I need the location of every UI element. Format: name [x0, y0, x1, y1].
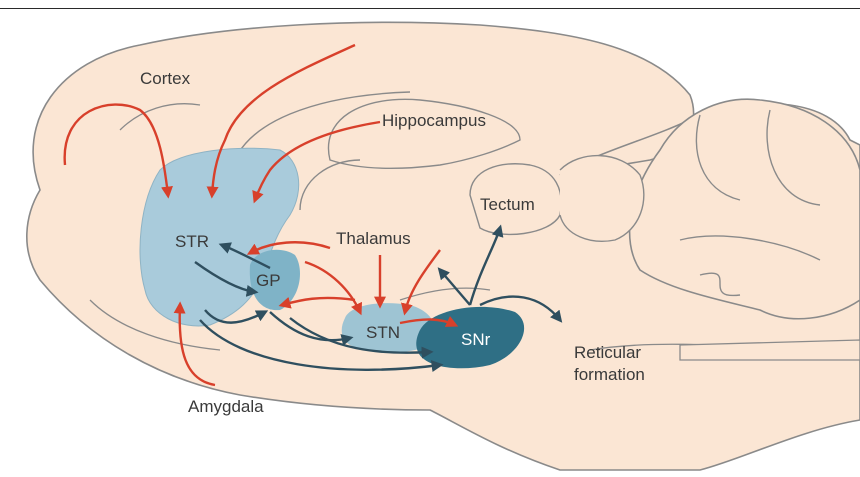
label-gp: GP: [256, 272, 281, 291]
label-snr: SNr: [461, 331, 490, 350]
label-hippocampus: Hippocampus: [382, 112, 486, 131]
label-amygdala: Amygdala: [188, 398, 264, 417]
label-cortex: Cortex: [140, 70, 190, 89]
label-reticular-line1: Reticular: [574, 344, 641, 363]
label-thalamus: Thalamus: [336, 230, 411, 249]
label-stn: STN: [366, 324, 400, 343]
label-tectum: Tectum: [480, 196, 535, 215]
label-str: STR: [175, 233, 209, 252]
label-reticular-line2: formation: [574, 366, 645, 385]
